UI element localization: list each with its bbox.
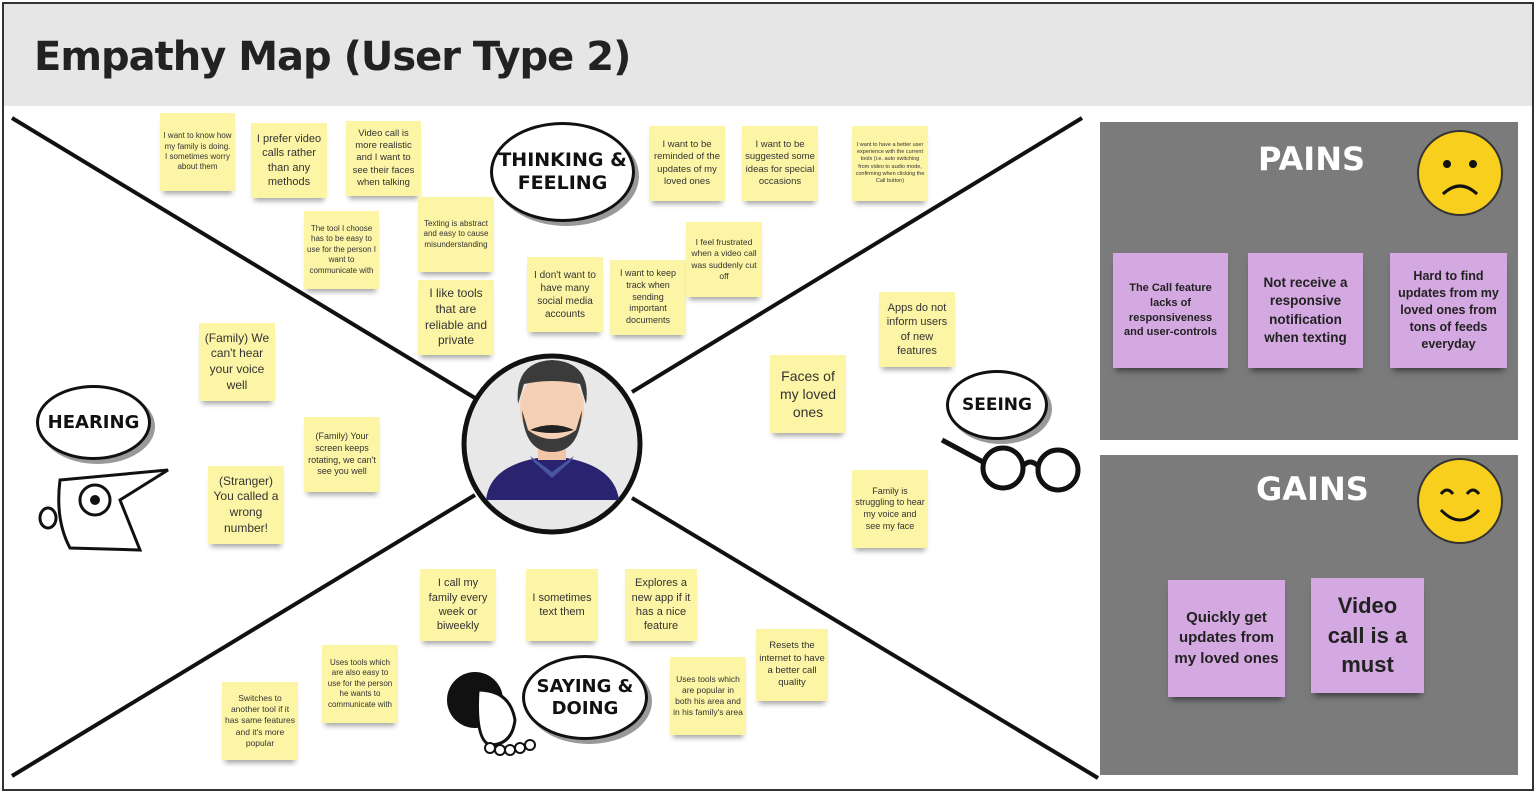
- sticky-note[interactable]: Uses tools which are also easy to use fo…: [322, 645, 398, 723]
- saying-character-icon: [447, 672, 536, 756]
- sticky-note[interactable]: I like tools that are reliable and priva…: [418, 280, 494, 355]
- header: Empathy Map (User Type 2): [4, 4, 1532, 106]
- pain-note[interactable]: Not receive a responsive notification wh…: [1248, 253, 1363, 368]
- glasses-icon: [940, 437, 1081, 493]
- pains-title: PAINS: [1258, 140, 1366, 178]
- sticky-note[interactable]: Resets the internet to have a better cal…: [756, 629, 828, 701]
- sticky-note[interactable]: I prefer video calls rather than any met…: [251, 123, 327, 198]
- sticky-note[interactable]: Texting is abstract and easy to cause mi…: [418, 197, 494, 272]
- sticky-note[interactable]: (Family) Your screen keeps rotating, we …: [304, 417, 380, 492]
- user-avatar: [461, 353, 643, 535]
- sad-face-icon: [1417, 130, 1503, 216]
- sticky-note[interactable]: Explores a new app if it has a nice feat…: [625, 569, 697, 641]
- sticky-note[interactable]: I sometimes text them: [526, 569, 598, 641]
- sticky-note[interactable]: I feel frustrated when a video call was …: [686, 222, 762, 297]
- sticky-note[interactable]: I want to keep track when sending import…: [610, 260, 686, 335]
- page-title: Empathy Map (User Type 2): [34, 34, 631, 80]
- pain-note[interactable]: Hard to find updates from my loved ones …: [1390, 253, 1507, 368]
- sticky-note[interactable]: I want to be suggested some ideas for sp…: [742, 126, 818, 201]
- saying-doing-bubble: SAYING & DOING: [522, 655, 648, 740]
- sticky-note[interactable]: Video call is more realistic and I want …: [346, 121, 421, 196]
- sticky-note[interactable]: I want to know how my family is doing. I…: [160, 113, 235, 191]
- sticky-note[interactable]: I want to have a better user experience …: [852, 126, 928, 201]
- sticky-note[interactable]: Switches to another tool if it has same …: [222, 682, 298, 760]
- sticky-note[interactable]: (Stranger) You called a wrong number!: [208, 466, 284, 544]
- sticky-note[interactable]: I want to be reminded of the updates of …: [649, 126, 725, 201]
- sticky-note[interactable]: The tool I choose has to be easy to use …: [304, 211, 379, 289]
- gain-note[interactable]: Video call is a must: [1311, 578, 1424, 693]
- sticky-note[interactable]: Family is struggling to hear my voice an…: [852, 470, 928, 548]
- sticky-note[interactable]: (Family) We can't hear your voice well: [199, 323, 275, 401]
- hearing-character-icon: [38, 468, 169, 552]
- gains-title: GAINS: [1256, 470, 1369, 508]
- gain-note[interactable]: Quickly get updates from my loved ones: [1168, 580, 1285, 697]
- seeing-bubble: SEEING: [946, 370, 1048, 440]
- pain-note[interactable]: The Call feature lacks of responsiveness…: [1113, 253, 1228, 368]
- thinking-feeling-bubble: THINKING & FEELING: [490, 122, 635, 222]
- sticky-note[interactable]: I call my family every week or biweekly: [420, 569, 496, 641]
- hearing-bubble: HEARING: [36, 385, 151, 460]
- sticky-note[interactable]: I don't want to have many social media a…: [527, 257, 603, 332]
- sticky-note[interactable]: Apps do not inform users of new features: [879, 292, 955, 367]
- smiley-face-icon: [1417, 458, 1503, 544]
- sticky-note[interactable]: Uses tools which are popular in both his…: [670, 657, 746, 735]
- sticky-note[interactable]: Faces of my loved ones: [770, 355, 846, 433]
